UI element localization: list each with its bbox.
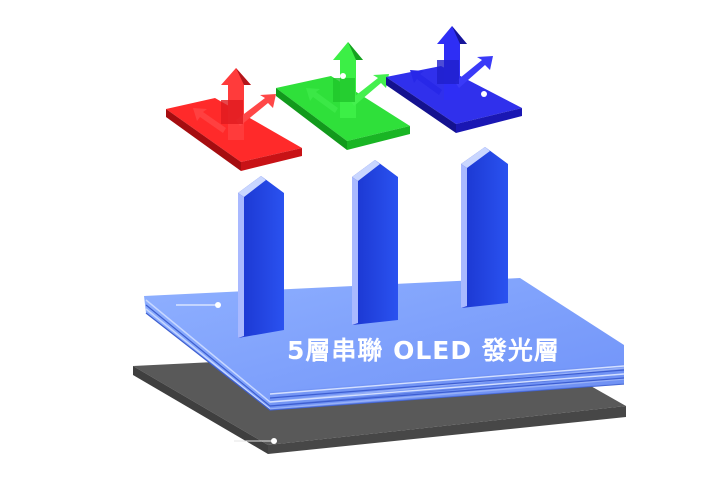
green-light-tile [276,42,410,150]
blue-arrows-icon [410,26,493,100]
red-arrows-icon [193,68,276,140]
stack-label: 5層串聯 OLED 發光層 [287,336,560,365]
blue-light-tile [386,26,522,133]
emission-pillar-left [238,176,284,338]
emission-pillar-center [352,160,398,325]
red-light-tile [166,68,302,171]
green-arrows-icon [306,42,389,118]
emission-pillar-right [461,147,508,308]
